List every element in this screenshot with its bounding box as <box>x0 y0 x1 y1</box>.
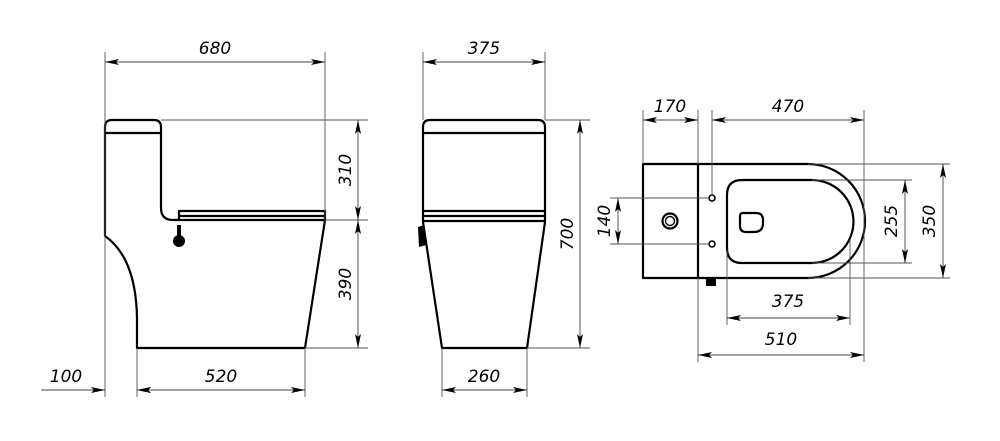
top-bowl-opening <box>738 211 765 234</box>
dim-side-wall-offset: 100 <box>50 367 82 387</box>
side-view: 680 310 390 100 520 <box>41 39 368 397</box>
seat-bolt-icon <box>708 194 716 202</box>
side-valve-stem <box>177 225 181 237</box>
dim-top-seat-length: 375 <box>772 292 804 312</box>
dim-side-bowl-height: 390 <box>336 268 356 300</box>
flush-button-icon <box>661 212 679 230</box>
dim-side-base-length: 520 <box>205 367 237 387</box>
side-valve-knob-icon <box>173 235 185 247</box>
dim-front-overall-width: 375 <box>468 39 500 59</box>
top-seat-outline <box>725 178 855 265</box>
top-view: 170 470 140 255 350 375 510 <box>595 97 950 362</box>
dim-side-overall-length: 680 <box>199 39 231 59</box>
side-view-body-outline <box>103 118 327 350</box>
dim-side-tank-height: 310 <box>336 154 356 186</box>
top-valve-icon <box>706 279 716 286</box>
dim-top-bowl-length: 470 <box>772 97 804 117</box>
front-view-body-outline <box>421 118 547 350</box>
dim-front-overall-height: 700 <box>558 218 578 250</box>
dim-front-base-width: 260 <box>468 367 500 387</box>
seat-bolt-icon <box>708 240 716 248</box>
dim-top-overall-length: 510 <box>765 330 797 350</box>
top-view-body-outline <box>641 162 867 280</box>
dim-top-seat-opening-width: 255 <box>882 205 902 237</box>
front-view: 375 700 260 <box>418 39 590 397</box>
front-valve-icon <box>418 225 426 247</box>
dim-top-bolt-spacing: 140 <box>595 205 615 237</box>
dim-top-overall-width: 350 <box>920 205 940 237</box>
dim-top-tank-depth: 170 <box>654 97 686 117</box>
